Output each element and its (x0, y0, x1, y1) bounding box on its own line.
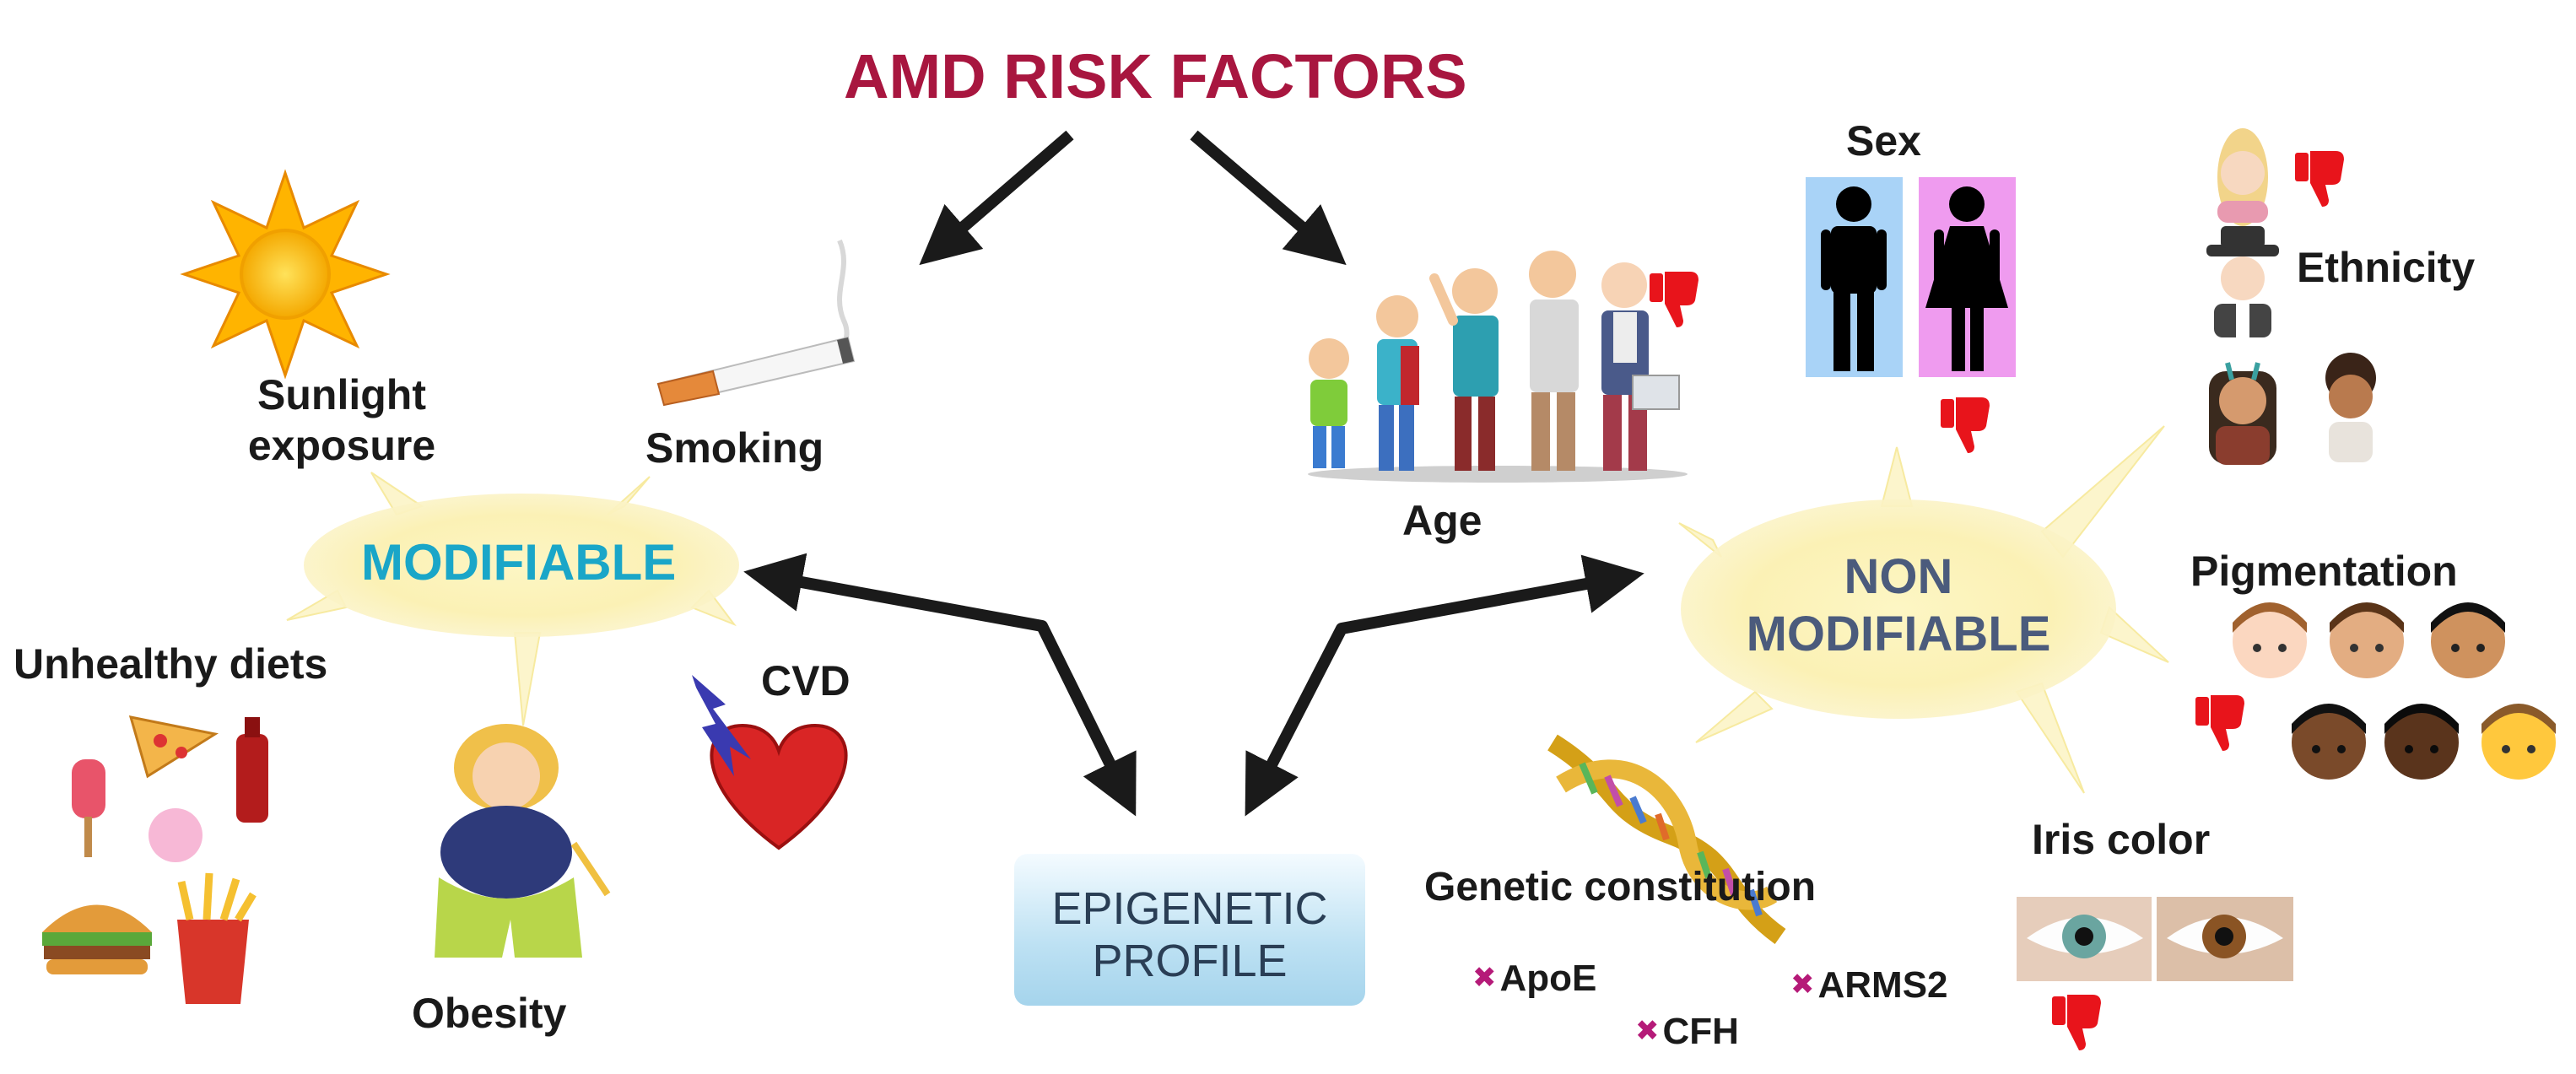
cvd-label: CVD (761, 657, 851, 704)
non-modifiable-label: NON MODIFIABLE (1730, 548, 2067, 663)
face-icon (2217, 128, 2268, 226)
gene-marker-icon: ✖ (1790, 969, 1815, 1001)
gene-apoe: ✖ApoE (1472, 958, 1597, 999)
thumbs-down-icon (2195, 695, 2244, 751)
obesity-label: Obesity (412, 990, 567, 1037)
face-icon (2233, 602, 2307, 678)
genetic-constitution-label: Genetic constitution (1424, 865, 1817, 909)
sunlight-label: Sunlight exposure (215, 370, 468, 471)
obese-woman-icon (435, 724, 611, 958)
gene-arms2: ✖ARMS2 (1790, 964, 1948, 1006)
epigenetic-line1: EPIGENETIC (1051, 883, 1328, 934)
epigenetic-box (1014, 854, 1365, 1006)
food-icon (42, 715, 268, 1004)
eye-icon (2017, 897, 2152, 981)
face-icon (2330, 602, 2404, 678)
lightning-icon (692, 675, 751, 776)
modifiable-glow (286, 472, 739, 726)
smoking-label: Smoking (645, 424, 824, 472)
non-modifiable-line1: NON (1844, 549, 1953, 604)
unhealthy-diets-label: Unhealthy diets (14, 640, 328, 688)
people-age-icon (1308, 251, 1688, 483)
epigenetic-label: EPIGENETIC PROFILE (1014, 882, 1365, 987)
modifiable-label: MODIFIABLE (361, 534, 677, 591)
arrow-nonmodifiable-epigenetic (1245, 554, 1644, 817)
cigarette-icon (656, 239, 856, 407)
face-icon (2206, 226, 2279, 337)
gene-marker-icon: ✖ (1472, 962, 1497, 994)
arrow-modifiable-epigenetic (743, 553, 1137, 817)
ethnicity-label: Ethnicity (2297, 244, 2476, 291)
age-label: Age (1402, 497, 1482, 544)
sunlight-line1: Sunlight (257, 371, 426, 418)
dna-icon (1547, 734, 1786, 944)
thumbs-down-icon (1941, 397, 1990, 453)
thumbs-down-icon (2295, 151, 2344, 207)
face-icon (2481, 704, 2556, 780)
pigmentation-label: Pigmentation (2190, 548, 2458, 595)
face-icon (2325, 353, 2376, 462)
face-icon (2292, 704, 2366, 780)
sun-icon (180, 169, 391, 380)
non-modifiable-glow (1678, 425, 2169, 794)
arrow-to-age (1190, 130, 1347, 266)
page-title: AMD RISK FACTORS (844, 41, 1467, 111)
face-icon (2431, 602, 2505, 678)
face-icon (2384, 704, 2459, 780)
thumbs-down-icon (2052, 995, 2101, 1050)
gene-marker-icon: ✖ (1635, 1015, 1660, 1047)
sunlight-line2: exposure (247, 422, 436, 469)
iris-color-label: Iris color (2032, 816, 2211, 863)
eye-icon (2157, 897, 2293, 981)
male-icon (1806, 177, 1903, 377)
face-icon (2209, 362, 2276, 465)
thumbs-down-icon (1650, 272, 1698, 327)
epigenetic-line2: PROFILE (1092, 936, 1288, 986)
non-modifiable-line2: MODIFIABLE (1746, 607, 2051, 661)
arrow-to-smoking (919, 130, 1074, 266)
heart-icon (710, 723, 848, 850)
sex-label: Sex (1846, 117, 1921, 165)
arrows (743, 130, 1644, 817)
gene-cfh: ✖CFH (1635, 1011, 1739, 1052)
female-icon (1919, 177, 2016, 377)
